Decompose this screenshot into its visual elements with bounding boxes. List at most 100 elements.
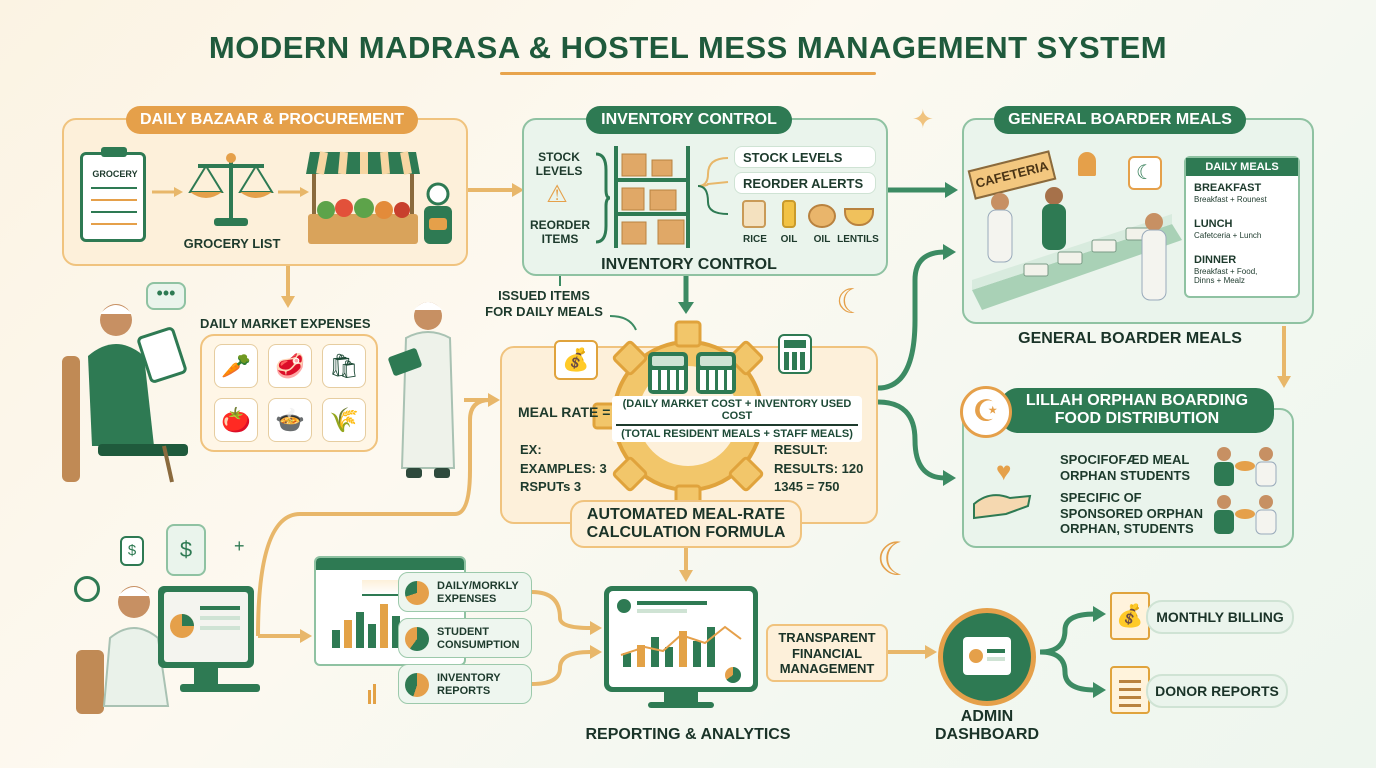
oil-pot-icon [808, 204, 836, 228]
arrow-small [152, 187, 183, 197]
orphan-header: LILLAH ORPHAN BOARDING FOOD DISTRIBUTION [1000, 388, 1274, 433]
formula-footer: AUTOMATED MEAL-RATE CALCULATION FORMULA [570, 500, 802, 548]
report-item-inventory: INVENTORY REPORTS [398, 664, 532, 704]
warning-icon: ⚠ [546, 181, 568, 208]
bracket-icon [595, 152, 611, 244]
monitor-stand [664, 692, 698, 702]
pie-icon [405, 673, 429, 697]
goods-label-oil-2: OIL [813, 234, 831, 245]
stock-levels-label: STOCK LEVELS [535, 150, 583, 179]
reorder-items-label: REORDER ITEMS [529, 218, 590, 247]
reports-footer: REPORTING & ANALYTICS [585, 726, 791, 743]
stock-levels-chip: STOCK LEVELS [734, 146, 876, 168]
inventory-panel [522, 118, 888, 276]
user-at-computer [76, 586, 260, 714]
arrow-small [278, 187, 309, 197]
cafeteria-scene [972, 187, 1182, 310]
moon-frame-icon: ☾ [1128, 156, 1162, 190]
worker-person [388, 302, 456, 478]
giving-hand-icon [973, 494, 1032, 520]
students-sharing-icon-2 [1214, 495, 1277, 535]
expenses-header: DAILY MARKET EXPENSES [200, 316, 371, 331]
branch-arrows [697, 157, 729, 215]
scale-icon [188, 153, 274, 226]
lentils-bowl-icon [844, 208, 874, 226]
inventory-header: INVENTORY CONTROL [586, 106, 792, 134]
speech-bubble-icon: ••• [146, 282, 186, 310]
calculator-icon [648, 352, 688, 394]
lamp-icon [1078, 152, 1096, 176]
refresh-icon [74, 576, 100, 602]
carrot-icon: 🥕 [214, 344, 258, 388]
dashboard-chart [617, 621, 745, 667]
monitor-base [648, 702, 714, 708]
transparent-management-label: TRANSPARENT FINANCIAL MANAGEMENT [766, 624, 888, 682]
boarder-footer: GENERAL BOARDER MEALS [1018, 330, 1242, 347]
pie-icon [405, 581, 429, 605]
rice-sack-icon: 🌾 [322, 398, 366, 442]
avatar [617, 599, 631, 613]
title-underline [500, 72, 876, 75]
report-screen [314, 556, 466, 666]
meat-icon: 🥩 [268, 344, 312, 388]
mini-bar-chart [326, 598, 446, 648]
issued-items-label: ISSUED ITEMS FOR DAILY MEALS [485, 288, 603, 319]
boarder-header: GENERAL BOARDER MEALS [994, 106, 1246, 134]
donor-reports-output: DONOR REPORTS [1146, 674, 1288, 708]
daily-meals-title: DAILY MEALS [1186, 158, 1298, 176]
calculator-icon-2 [696, 352, 736, 394]
pie-icon [405, 627, 429, 651]
donut-icon [725, 667, 741, 683]
students-sharing-icon [1214, 447, 1277, 487]
rice-bag-icon [742, 200, 766, 228]
goods-label-lentils: LENTILS [837, 234, 879, 245]
jar-icon [424, 182, 452, 244]
calculator-icon-3 [778, 334, 812, 374]
vegetables-icon: 🍅 [214, 398, 258, 442]
meal-lunch: LUNCH Cafetceria + Lunch [1194, 218, 1262, 241]
report-item-expenses: DAILY/MORKLY EXPENSES [398, 572, 532, 612]
page-title: MODERN MADRASA & HOSTEL MESS MANAGEMENT … [208, 30, 1168, 65]
formula-fraction: (DAILY MARKET COST + INVENTORY USED COST… [612, 396, 862, 442]
plus-icon: + [234, 536, 245, 556]
goods-row: RICE OIL OIL LENTILS [736, 200, 879, 246]
oil-bottle-icon [782, 200, 796, 228]
meal-rate-lhs: MEAL RATE = [518, 404, 611, 420]
example-inputs: EX: EXAMPLES: 3 RSPUTs 3 [520, 442, 607, 495]
report-item-consumption: STUDENT CONSUMPTION [398, 618, 532, 658]
heart-icon: ♥ [996, 456, 1012, 486]
expenses-grid: 🥕 🥩 🛍 🍅 🍲 🌾 [200, 334, 378, 452]
money-bag-icon: 💰 [554, 340, 598, 380]
orphan-line-1: SPOCIFOFÆD MEAL ORPHAN STUDENTS [1060, 452, 1191, 483]
admin-dashboard-label: ADMIN DASHBOARD [935, 708, 1039, 744]
reorder-alerts-chip: REORDER ALERTS [734, 172, 876, 194]
crescent-icon: ☾ [836, 283, 867, 321]
inventory-footer: INVENTORY CONTROL [601, 256, 777, 273]
goods-label-rice: RICE [743, 234, 767, 245]
dashboard-monitor [604, 586, 758, 692]
shelf-icon [614, 146, 690, 248]
accountant-person [62, 304, 188, 483]
meal-dinner: DINNER Breakfast + Food, Dinns + Mealz [1194, 254, 1258, 286]
crescent-star-icon: ☪ [960, 386, 1012, 438]
formula-numerator: (DAILY MARKET COST + INVENTORY USED COST [622, 398, 852, 422]
orphan-line-2: SPECIFIC OF SPONSORED ORPHAN ORPHAN, STU… [1060, 490, 1204, 537]
billing-document-icon: 💰 [1110, 592, 1150, 640]
daily-meals-card: DAILY MEALS BREAKFAST Breakfast + Rounes… [1184, 156, 1300, 298]
market-stall-icon [306, 151, 420, 244]
lentil-plate-icon: 🍲 [268, 398, 312, 442]
formula-denominator: (TOTAL RESIDENT MEALS + STAFF MEALS) [621, 428, 853, 440]
admin-dashboard-icon [938, 608, 1036, 706]
money-bag-icon-small: $ [120, 536, 144, 566]
meal-breakfast: BREAKFAST Breakfast + Rounest [1194, 182, 1267, 205]
clipboard-icon: GROCERY [80, 147, 146, 242]
monthly-billing-output: MONTHLY BILLING [1146, 600, 1294, 634]
donor-report-document-icon [1110, 666, 1150, 714]
mini-bars [368, 682, 380, 704]
grocery-list-label: GROCERY LIST [183, 236, 281, 251]
crescent-lantern-icon: ☾ [876, 533, 918, 585]
money-bubble-icon: $ [166, 524, 206, 576]
sparkle-icon: ✦ [912, 104, 934, 134]
mini-area-chart [362, 580, 402, 596]
